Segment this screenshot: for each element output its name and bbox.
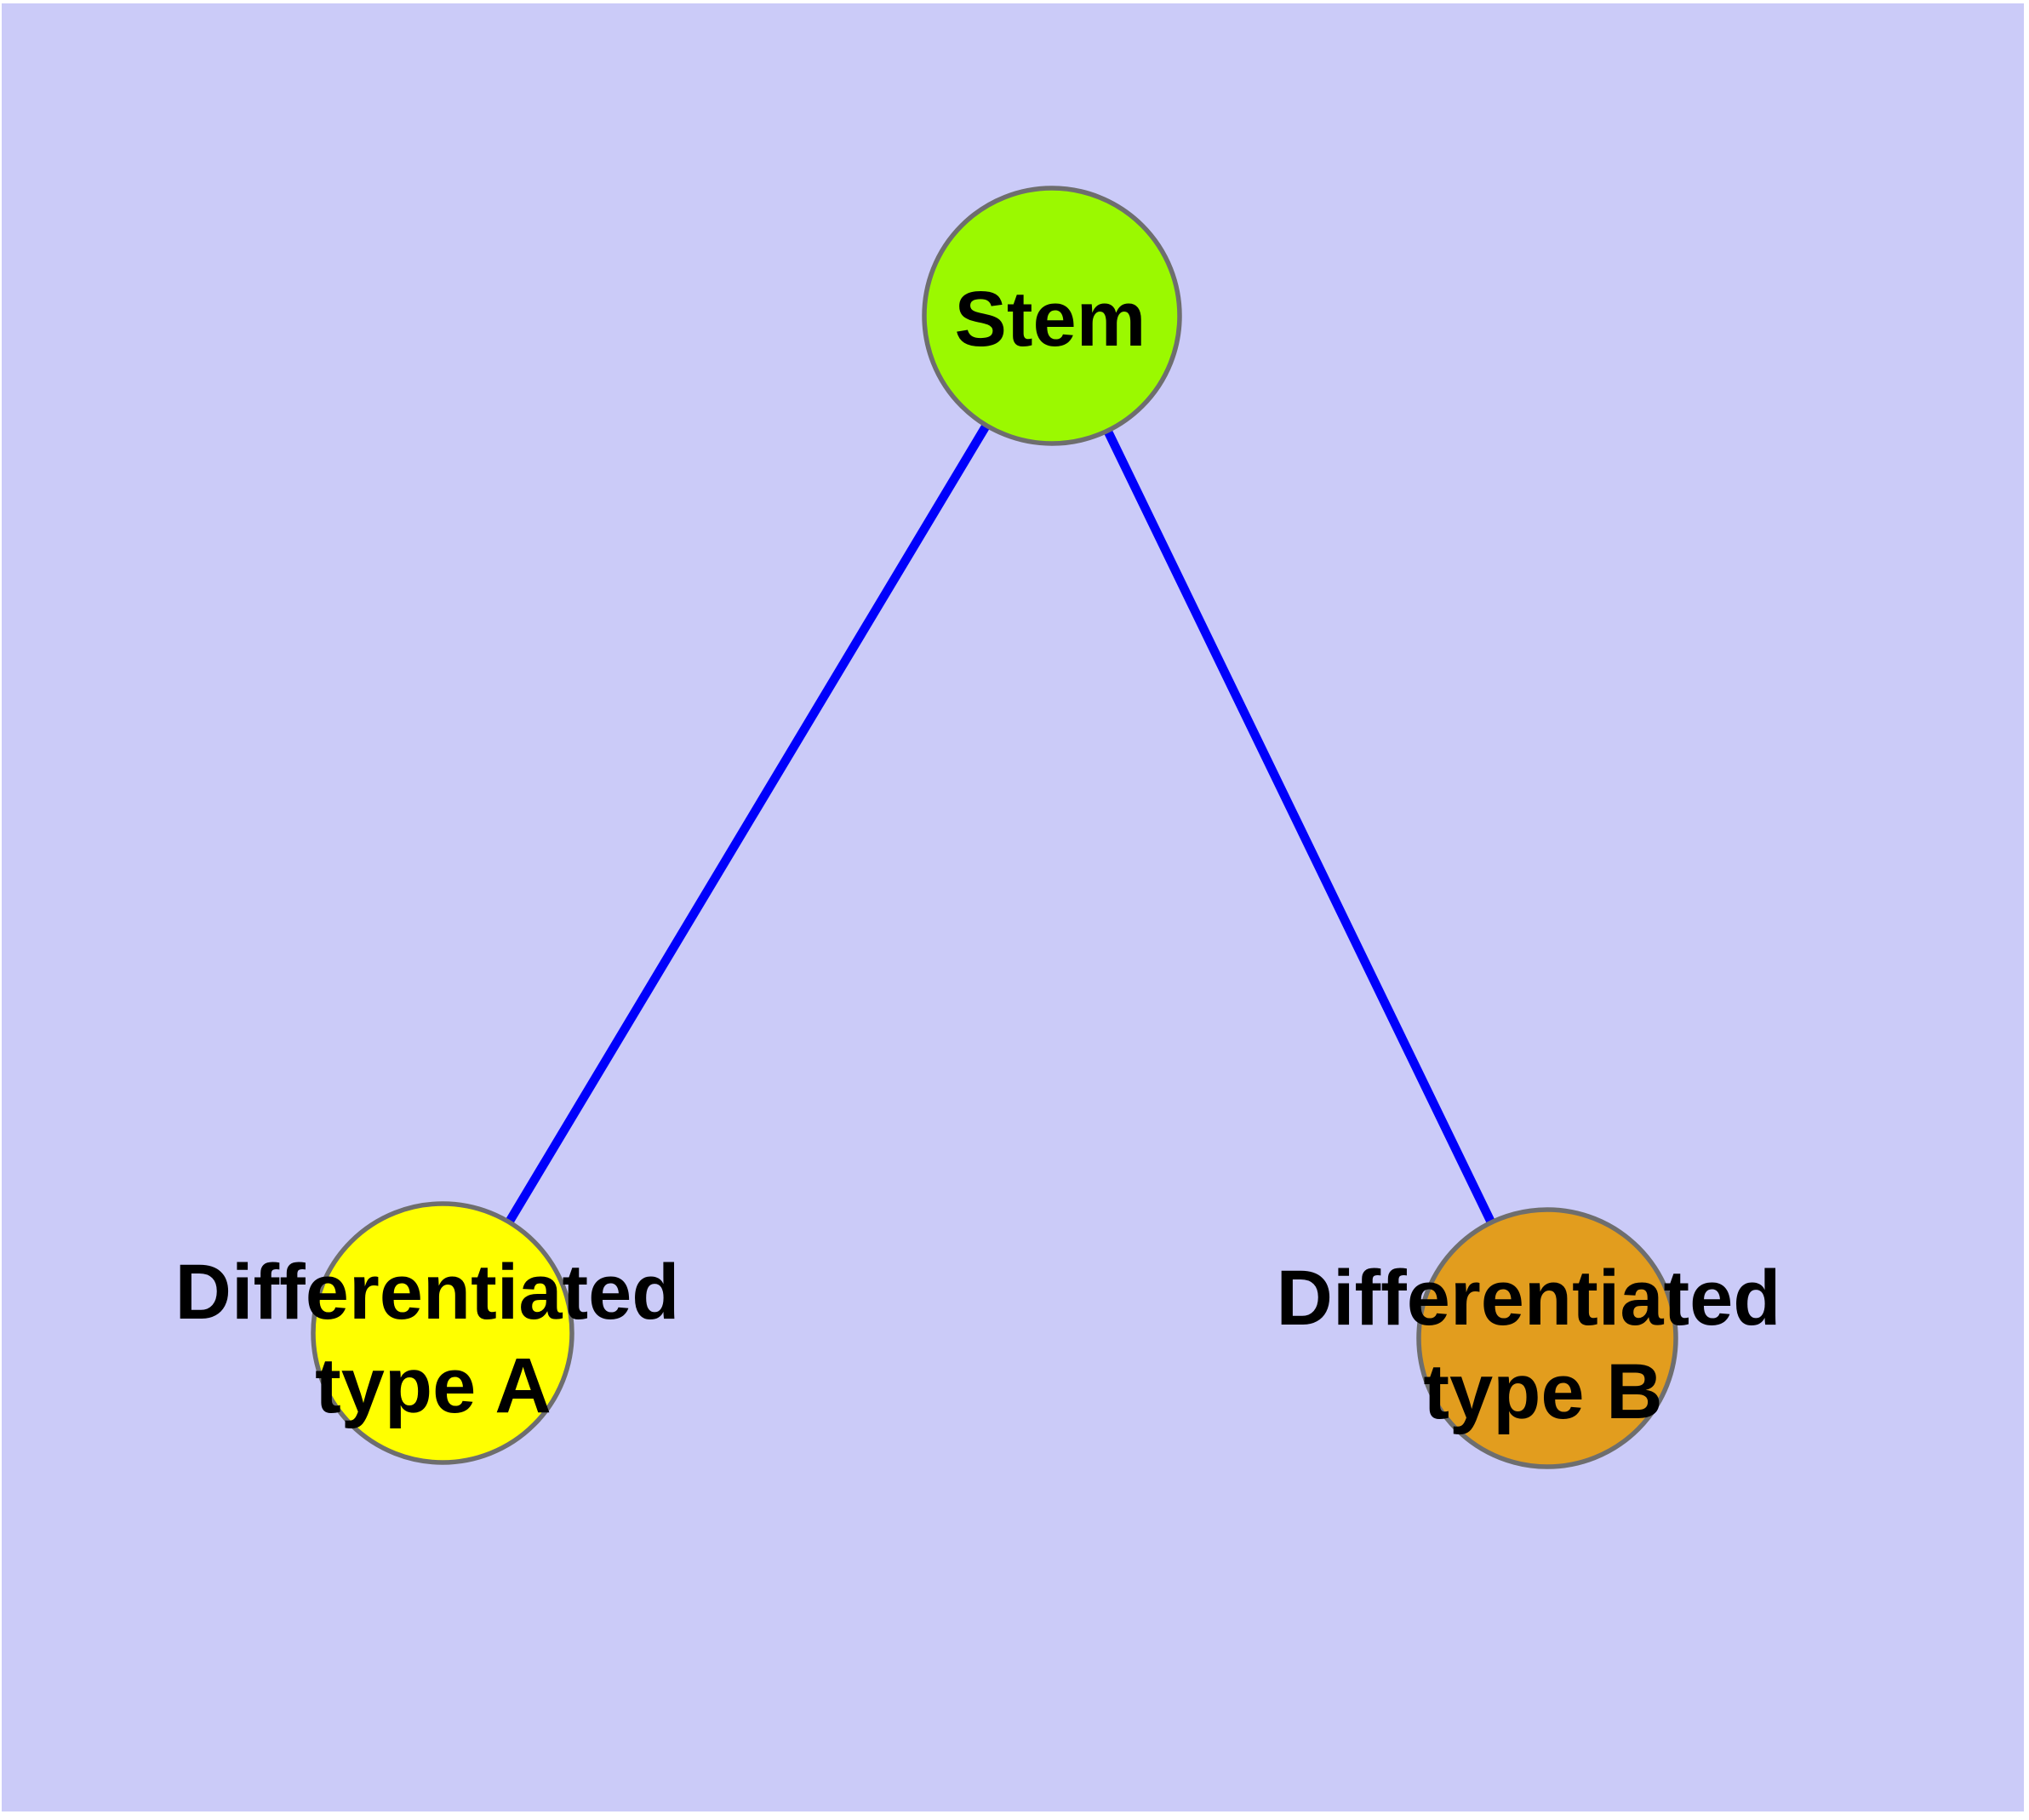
differentiated-type-b-node-circle	[1416, 1207, 1678, 1469]
stem-node-label: Stem	[955, 276, 1146, 363]
differentiated-type-b-label-line2: type B	[1423, 1348, 1662, 1435]
edge-stem-to-differentiated-type-b	[1048, 313, 1552, 1341]
edge-stem-to-differentiated-type-a	[438, 313, 1056, 1336]
differentiated-type-b-label-line1: Differentiated	[1277, 1255, 1781, 1342]
differentiated-type-a-label-line1: Differentiated	[175, 1249, 680, 1336]
differentiated-type-a-label-line2: type A	[315, 1342, 552, 1429]
labels-layer: Stem Differentiated type A Differentiate…	[175, 276, 1781, 1435]
stem-node-circle	[922, 186, 1182, 446]
nodes-layer	[311, 186, 1678, 1469]
differentiated-type-a-node-circle	[311, 1201, 574, 1465]
edges-layer	[438, 313, 1552, 1341]
